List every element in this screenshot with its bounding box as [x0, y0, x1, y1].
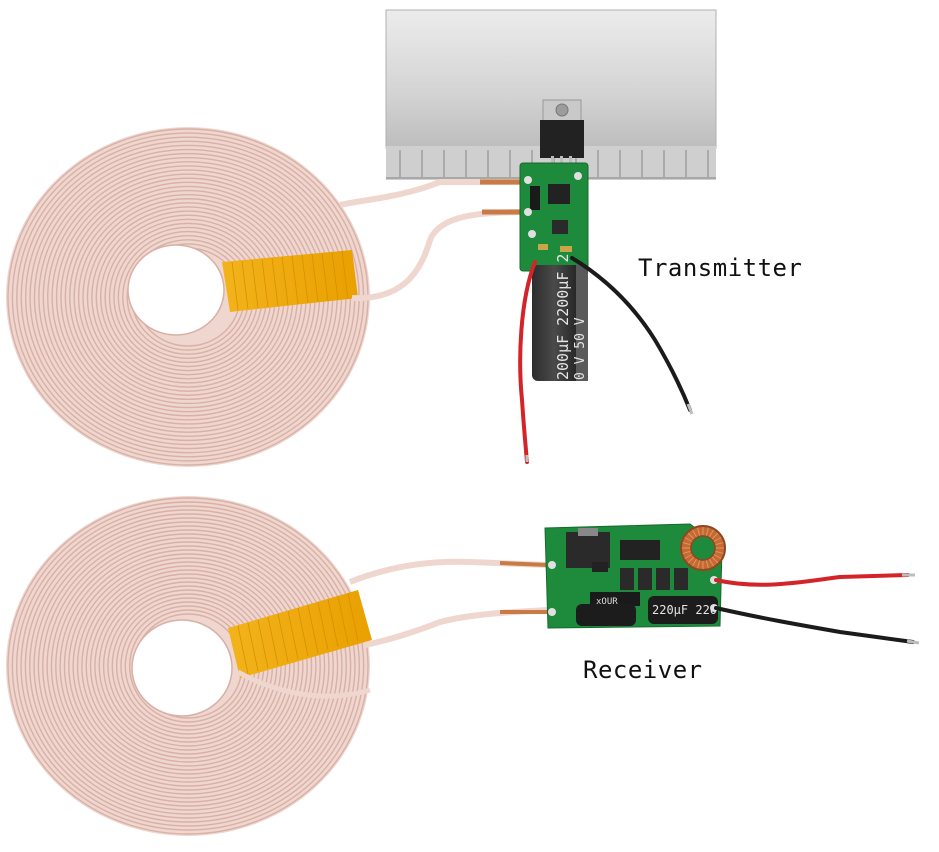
transmitter-label: Transmitter: [638, 254, 803, 282]
transmitter-coil: [6, 127, 528, 467]
black-wire-tx: [570, 256, 692, 412]
diode: [590, 592, 640, 606]
capacitor-voltage-label: 0 V 50 V: [573, 317, 588, 380]
diode-label: xOUR: [596, 597, 618, 607]
receiver-assembly: xOUR 220µF 220: [6, 496, 920, 836]
capacitor-2200uf: 200µF 2200µF 2 0 V 50 V: [532, 254, 588, 381]
kapton-tape-rx: [228, 590, 372, 678]
red-wire-tx: [518, 260, 537, 464]
black-wire-rx: [714, 606, 915, 644]
receiver-label: Receiver: [583, 656, 703, 684]
capacitor-rx-label: 220µF 220: [652, 603, 717, 617]
receiver-coil: [6, 496, 549, 836]
transmitter-assembly: 200µF 2200µF 2 0 V 50 V: [6, 9, 717, 467]
resistor-array: [620, 568, 688, 590]
capacitor-rx-1: [576, 604, 636, 626]
kapton-tape: [222, 250, 358, 312]
capacitor-rx-2: [648, 596, 718, 624]
receiver-pcb: xOUR 220µF 220: [544, 523, 726, 629]
red-wire-rx: [714, 573, 910, 587]
capacitor-label: 200µF 2200µF 2: [554, 254, 572, 380]
